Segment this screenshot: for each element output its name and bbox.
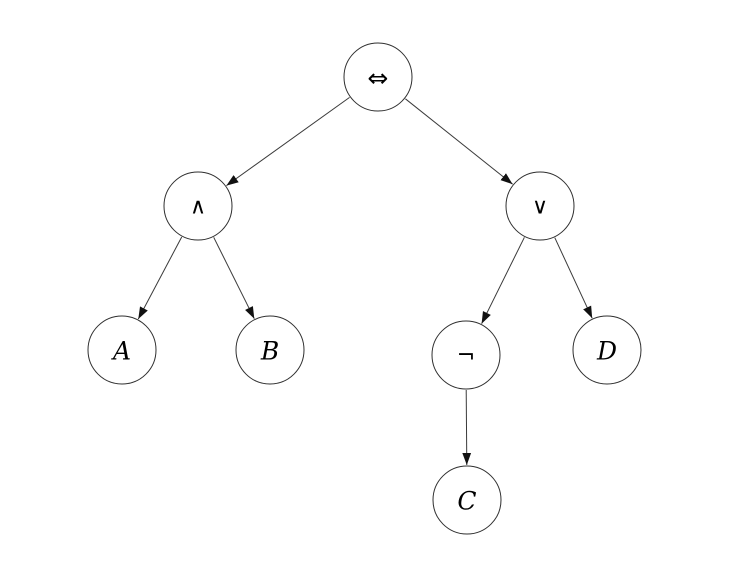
node-and-circle [163, 171, 233, 241]
node-or-label: ∨ [532, 195, 548, 220]
node-or: ∨ [505, 171, 575, 241]
edge-and-to-variable-a [137, 236, 183, 320]
node-not-circle [431, 320, 501, 390]
node-biconditional-circle [343, 42, 413, 112]
node-variable-a-label: A [111, 337, 131, 366]
node-variable-d: D [572, 315, 642, 385]
node-and-label: ∧ [190, 195, 206, 220]
node-biconditional-label: ⇔ [368, 64, 389, 93]
edge-or-to-not [481, 237, 525, 324]
node-variable-b: B [235, 315, 305, 385]
node-variable-c-label: C [457, 487, 476, 516]
edge-or-to-variable-d [554, 237, 593, 319]
node-not-label: ¬ [457, 344, 475, 369]
edge-and-to-variable-b [213, 237, 255, 319]
node-variable-b-circle [235, 315, 305, 385]
node-variable-d-label: D [596, 337, 617, 366]
node-biconditional: ⇔ [343, 42, 413, 112]
node-variable-d-circle [572, 315, 642, 385]
node-or-circle [505, 171, 575, 241]
node-variable-a-circle [87, 315, 157, 385]
node-variable-b-label: B [260, 337, 279, 366]
node-variable-a: A [87, 315, 157, 385]
edge-biconditional-to-and [226, 96, 350, 187]
nodes-layer: ⇔ ∧ ∨ A B ¬ D C [87, 42, 642, 535]
node-and: ∧ [163, 171, 233, 241]
edges-layer [137, 96, 593, 466]
edge-not-to-variable-c [462, 389, 472, 466]
node-variable-c-circle [432, 465, 502, 535]
node-variable-c: C [432, 465, 502, 535]
node-not: ¬ [431, 320, 501, 390]
edge-biconditional-to-or [405, 98, 513, 185]
